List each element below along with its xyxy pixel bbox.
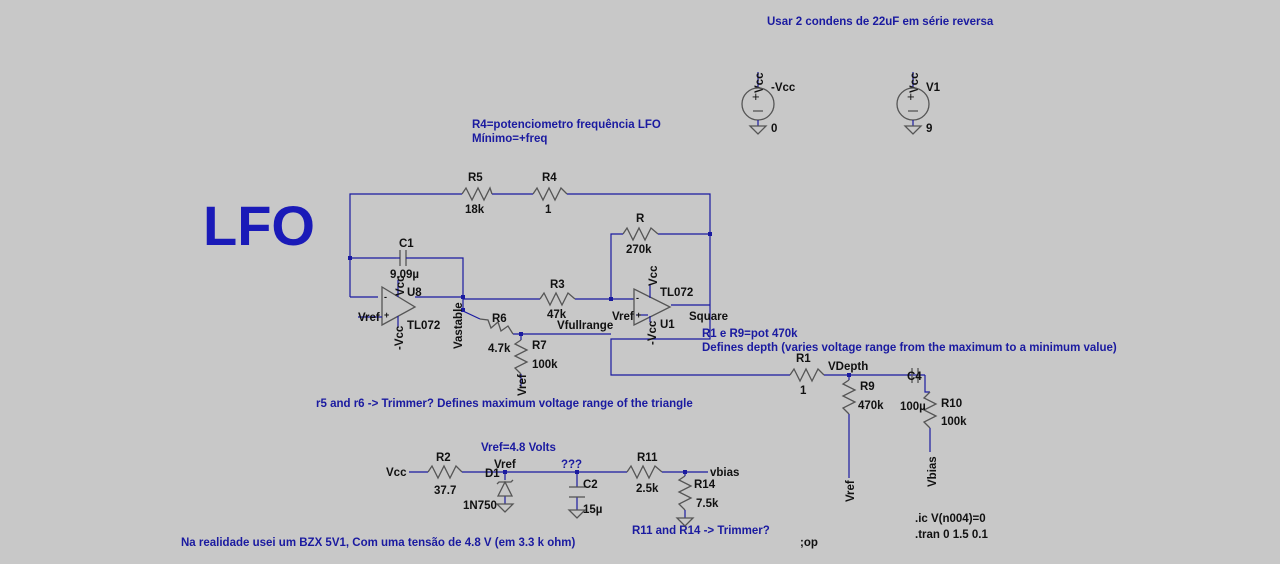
lfo-title: LFO (203, 194, 315, 257)
note-vref-value: Vref=4.8 Volts (481, 442, 556, 454)
capacitor-name-c1: C1 (399, 238, 414, 250)
source-value-v1: 9 (926, 123, 932, 135)
resistor-r4[interactable]: R4 1 (532, 172, 568, 216)
note-r4-min: Mínimo=+freq (472, 133, 547, 145)
resistor-name-r: R (636, 213, 645, 225)
note-r4-pot: R4=potenciometro frequência LFO (472, 119, 661, 131)
note-r11-r14: R11 and R14 -> Trimmer? (632, 525, 770, 537)
net-label-square: Square (689, 311, 728, 323)
note-r5-r6: r5 and r6 -> Trimmer? Defines maximum vo… (316, 398, 693, 410)
resistor-value-r7: 100k (532, 359, 558, 371)
diode-value-d1: 1N750 (463, 500, 497, 512)
resistor-r5[interactable]: R5 18k (461, 172, 493, 216)
svg-text:+: + (384, 310, 389, 320)
net-label-vcc-u8: Vcc (395, 275, 407, 296)
resistor-r11[interactable]: R11 2.5k (626, 452, 663, 495)
resistor-value-r4: 1 (545, 204, 552, 216)
opamp-u8[interactable]: - + Vcc -Vcc U8 TL072 Vref Vastable (358, 275, 465, 350)
net-label-vbias: vbias (710, 467, 739, 479)
resistor-r3[interactable]: R3 47k (539, 279, 576, 321)
opamp-name-u8: U8 (407, 287, 422, 299)
source-name-neg: -Vcc (771, 82, 796, 94)
net-label-vfullrange: Vfullrange (557, 320, 613, 332)
opamp-model-u1: TL072 (660, 287, 693, 299)
resistor-name-r1: R1 (796, 353, 811, 365)
capacitor-c2[interactable]: C2 15µ (567, 479, 602, 519)
resistor-value-r5: 18k (465, 204, 485, 216)
capacitor-value-c1: 9.09µ (390, 269, 419, 281)
resistor-name-r5: R5 (468, 172, 483, 184)
note-zener-real: Na realidade usei um BZX 5V1, Com uma te… (181, 537, 575, 549)
spice-tran-directive: .tran 0 1.5 0.1 (915, 529, 988, 541)
resistor-name-r14: R14 (694, 479, 716, 491)
resistor-r10[interactable]: R10 100k Vbias (922, 391, 967, 487)
resistor-r6[interactable]: R6 4.7k (479, 313, 514, 355)
net-label-negvcc-u8: -Vcc (394, 325, 406, 350)
resistor-value-r3: 47k (547, 309, 567, 321)
resistor-name-r4: R4 (542, 172, 557, 184)
net-label-vdepth: VDepth (828, 361, 868, 373)
diode-name-d1: D1 (485, 468, 500, 480)
note-depth: Defines depth (varies voltage range from… (702, 342, 1117, 354)
resistor-value-r14: 7.5k (696, 498, 719, 510)
resistor-r2[interactable]: R2 37.7 (427, 452, 463, 497)
capacitor-value-c2: 15µ (583, 504, 602, 516)
note-r1-r9-pot: R1 e R9=pot 470k (702, 328, 798, 340)
capacitor-name-c2: C2 (583, 479, 598, 491)
resistor-name-r2: R2 (436, 452, 451, 464)
svg-text:-: - (636, 293, 639, 303)
resistor-name-r3: R3 (550, 279, 565, 291)
voltage-source-neg[interactable]: Vcc + -Vcc 0 (741, 72, 796, 135)
zener-diode-d1[interactable]: D1 1N750 Vref (463, 459, 516, 513)
net-label-vbias-cap: Vbias (927, 456, 939, 487)
svg-text:+: + (907, 89, 915, 104)
opamp-model-u8: TL072 (407, 320, 440, 332)
net-label-negvcc-u1: -Vcc (647, 320, 659, 345)
junction-dots (348, 232, 851, 474)
capacitor-c1[interactable]: C1 9.09µ (390, 238, 419, 281)
net-label-vref-r7: Vref (517, 374, 529, 396)
resistor-r[interactable]: R 270k (622, 213, 659, 256)
capacitor-c4[interactable]: C4 100µ (900, 368, 926, 413)
resistor-name-r10: R10 (941, 398, 962, 410)
svg-text:+: + (636, 310, 641, 320)
resistor-r1[interactable]: R1 1 (789, 353, 825, 397)
resistor-value-r2: 37.7 (434, 485, 456, 497)
resistor-value-r: 270k (626, 244, 652, 256)
net-label-vref-u8: Vref (358, 312, 380, 324)
source-name-v1: V1 (926, 82, 941, 94)
net-label-vcc-bottom: Vcc (386, 467, 407, 479)
resistor-name-r9: R9 (860, 381, 875, 393)
net-label-vref-u1: Vref (612, 311, 634, 323)
resistor-name-r6: R6 (492, 313, 507, 325)
resistor-name-r7: R7 (532, 340, 547, 352)
capacitor-name-c4: C4 (907, 371, 922, 383)
net-label-vref-r9: Vref (845, 480, 857, 502)
source-value-neg: 0 (771, 123, 777, 135)
svg-text:-: - (384, 292, 387, 302)
note-unknown: ??? (561, 459, 582, 471)
resistor-value-r11: 2.5k (636, 483, 659, 495)
net-label-vcc-u1: Vcc (648, 265, 660, 286)
resistor-value-r1: 1 (800, 385, 807, 397)
capacitor-value-c4: 100µ (900, 401, 926, 413)
resistor-name-r11: R11 (637, 452, 658, 464)
resistor-value-r9: 470k (858, 400, 884, 412)
resistor-value-r10: 100k (941, 416, 967, 428)
opamp-name-u1: U1 (660, 319, 675, 331)
resistor-r14[interactable]: R14 7.5k (675, 475, 719, 527)
note-capacitors: Usar 2 condens de 22uF em série reversa (767, 16, 994, 28)
resistor-r7[interactable]: R7 100k Vref (513, 339, 558, 396)
voltage-source-v1[interactable]: Vcc + V1 9 (896, 72, 941, 135)
resistor-r9[interactable]: R9 470k Vref (841, 379, 884, 502)
svg-text:+: + (752, 89, 760, 104)
net-label-vastable: Vastable (453, 302, 465, 349)
resistor-value-r6: 4.7k (488, 343, 511, 355)
spice-ic-directive: .ic V(n004)=0 (915, 513, 986, 525)
net-label-vref-bottom: Vref (494, 459, 516, 471)
opamp-u1[interactable]: - + Vcc -Vcc TL072 U1 Vref (612, 265, 693, 345)
spice-op-comment: ;op (800, 537, 818, 549)
